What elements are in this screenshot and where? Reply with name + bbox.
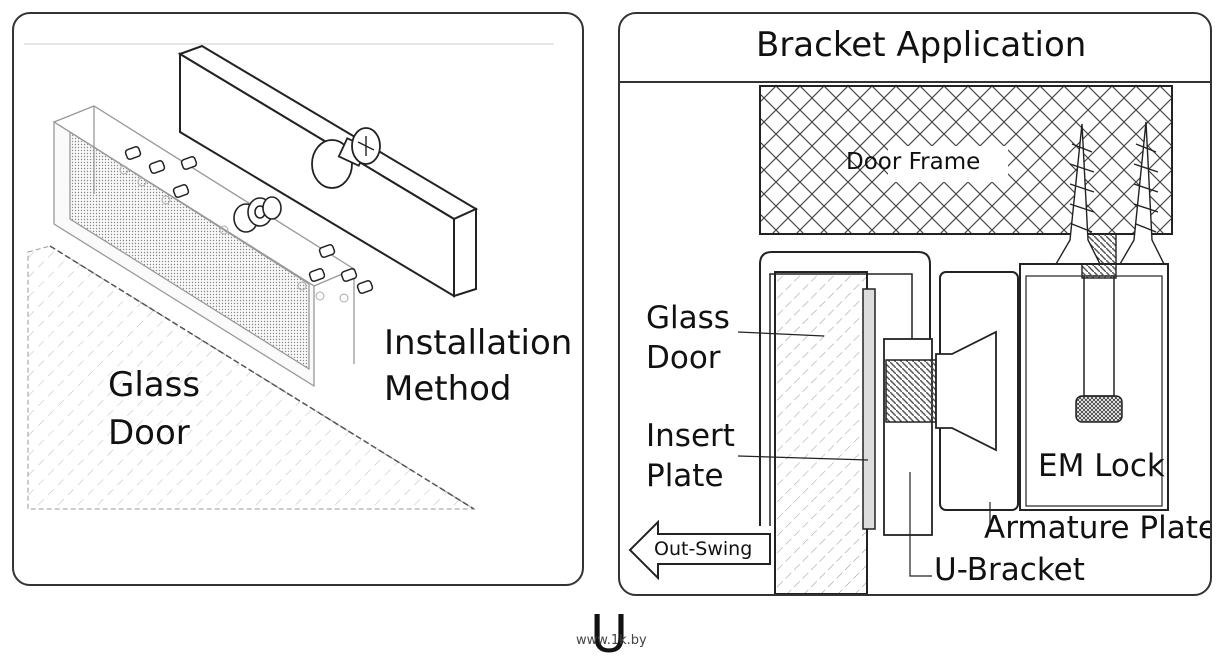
out-swing-arrow [628,519,771,581]
page-title: Bracket Application [756,25,1087,65]
label-installation: Installation [384,323,573,363]
bolt [233,196,282,233]
screw [311,127,381,189]
insert-plate [862,288,876,530]
label-u-bracket: U-Bracket [934,552,1085,588]
installation-drawing [24,43,554,510]
label-glass: Glass [646,300,730,336]
label-door: Door [108,413,190,453]
bracket-section-drawing [620,81,1210,594]
label-plate: Plate [646,458,724,494]
wood-screws [1052,121,1168,279]
label-em-lock: EM Lock [1038,448,1165,484]
set-screws [124,146,374,294]
label-door: Door [646,340,721,376]
label-glass: Glass [108,365,201,405]
installation-panel: Installation Method Glass Door [12,12,584,586]
glass-door [774,271,868,594]
label-method: Method [384,369,512,409]
label-out-swing: Out-Swing [654,538,753,560]
label-armature-plate: Armature Plate [984,510,1212,546]
label-insert: Insert [646,418,735,454]
label-door-frame: Door Frame [846,149,981,175]
footer-letter: U [590,605,629,665]
u-bracket [759,251,931,526]
bracket-application-panel: Bracket Application Door Frame Glass Doo… [618,12,1212,596]
u-channel [52,105,356,388]
watermark: www.1k.by [576,633,647,648]
